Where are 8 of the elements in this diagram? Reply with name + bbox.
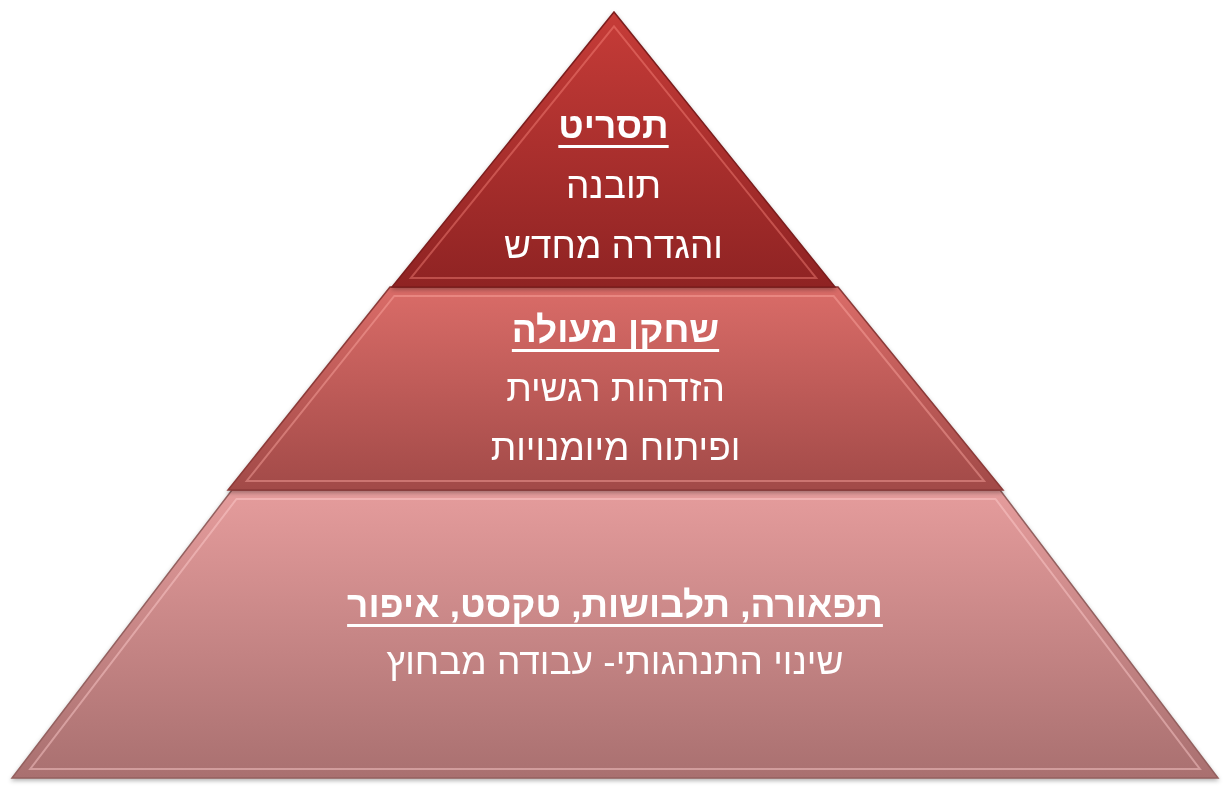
tier-description: שינוי התנהגותי- עבודה מבחוץ xyxy=(386,640,844,684)
tier-description: תובנה והגדרה מחדש xyxy=(504,164,723,268)
tier-heading: שחקן מעולה xyxy=(511,308,720,352)
pyramid-tier xyxy=(228,287,1003,490)
tier-heading: תפאורה, תלבושות, טקסט, איפור xyxy=(347,583,883,627)
pyramid-tier xyxy=(392,12,835,287)
tier-heading: תסריט xyxy=(558,104,669,148)
tier-description: הזדהות רגשית ופיתוח מיומנויות xyxy=(490,367,741,470)
